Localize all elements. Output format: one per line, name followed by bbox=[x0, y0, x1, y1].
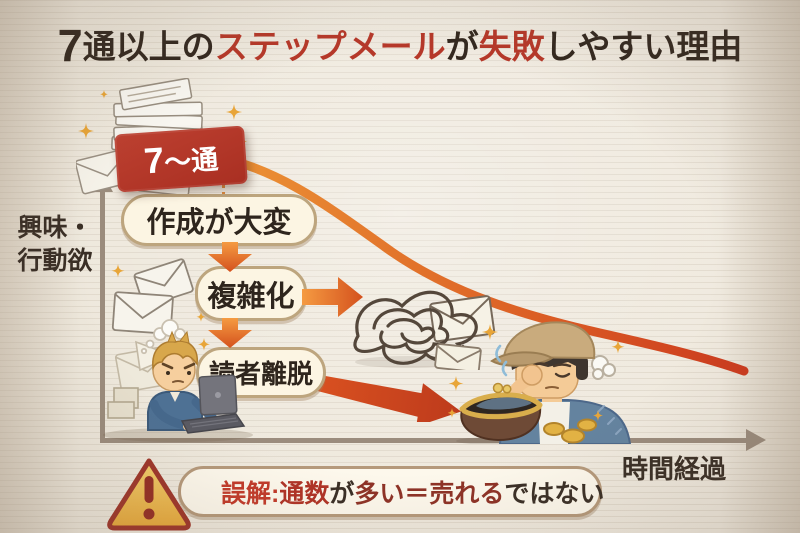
page-title: 7通以上のステップメールが失敗しやすい理由 bbox=[57, 20, 743, 71]
step-count-badge: 7～通 bbox=[114, 125, 248, 193]
sparkle-icon bbox=[111, 264, 206, 322]
y-axis-label-line1: 興味・ bbox=[17, 214, 93, 242]
arrow-down-icon bbox=[208, 242, 252, 272]
arrow-right-icon bbox=[302, 277, 363, 317]
warning-triangle-icon bbox=[107, 458, 191, 531]
x-axis-arrowhead-icon bbox=[746, 429, 766, 451]
arrow-to-empty-purse-icon bbox=[316, 374, 462, 422]
frustrated-writer-illustration bbox=[103, 319, 253, 442]
flow-bubble-complexity: 複雑化 bbox=[195, 266, 307, 321]
arrow-down-icon bbox=[208, 318, 252, 348]
envelope-pair-illustration bbox=[111, 258, 206, 335]
y-axis-label: 興味・ 行動欲 bbox=[14, 212, 96, 277]
x-axis-label: 時間経過 bbox=[622, 454, 727, 484]
y-axis bbox=[100, 190, 105, 440]
step-count-badge-label: 7～通 bbox=[142, 139, 220, 182]
flow-bubble-complexity-label: 複雑化 bbox=[207, 280, 295, 313]
x-axis bbox=[100, 438, 748, 443]
y-axis-label-line2: 行動欲 bbox=[17, 246, 93, 275]
paper-stack-illustration bbox=[76, 78, 247, 196]
flow-bubble-creation-label: 作成が大変 bbox=[146, 207, 292, 239]
flow-bubble-creation-burden: 作成が大変 bbox=[121, 194, 317, 246]
tangled-mail-illustration bbox=[353, 290, 498, 370]
tired-reader-illustration bbox=[448, 321, 632, 444]
misconception-note: 誤解: 通数が多い＝売れるではない bbox=[178, 466, 604, 517]
